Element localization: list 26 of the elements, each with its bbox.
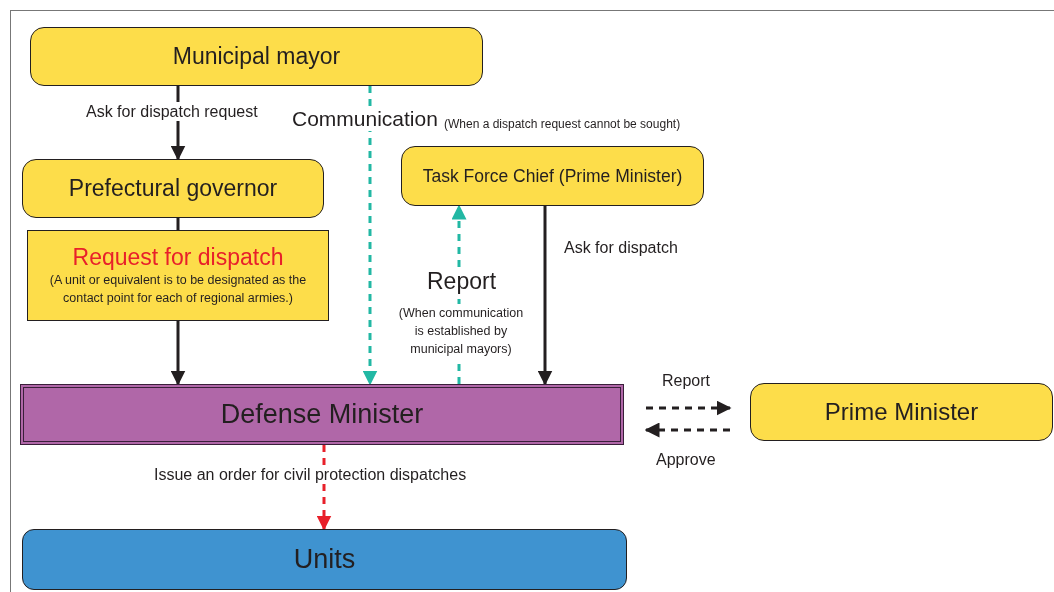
box-note: (A unit or equivalent is to be designated as the contact point for each of regional armies.)	[48, 271, 308, 307]
box-title: Defense Minister	[220, 398, 424, 430]
arrow	[170, 321, 186, 386]
arrow	[644, 422, 730, 438]
process-box	[401, 146, 704, 206]
process-box	[22, 529, 627, 590]
arrow	[646, 400, 732, 416]
process-box	[750, 383, 1053, 441]
process-box	[27, 230, 329, 321]
box-title: Units	[293, 543, 356, 575]
arrow	[537, 206, 553, 386]
process-box	[20, 384, 624, 445]
box-title: Task Force Chief (Prime Minister)	[422, 165, 683, 187]
edge-label: Report	[660, 371, 713, 391]
box-title: Prefectural governor	[68, 175, 278, 202]
edge-label: Ask for dispatch	[562, 238, 680, 258]
arrow	[362, 86, 378, 386]
edge-label: Approve	[654, 450, 718, 470]
arrow	[316, 445, 332, 531]
edge-label: Ask for dispatch request	[84, 102, 260, 122]
box-title: Request for dispatch	[72, 244, 284, 271]
process-box	[30, 27, 483, 86]
process-box	[22, 159, 324, 218]
box-title: Municipal mayor	[172, 43, 341, 70]
edge-label: Issue an order for civil protection dispatches	[152, 465, 469, 485]
box-title: Prime Minister	[824, 398, 979, 426]
